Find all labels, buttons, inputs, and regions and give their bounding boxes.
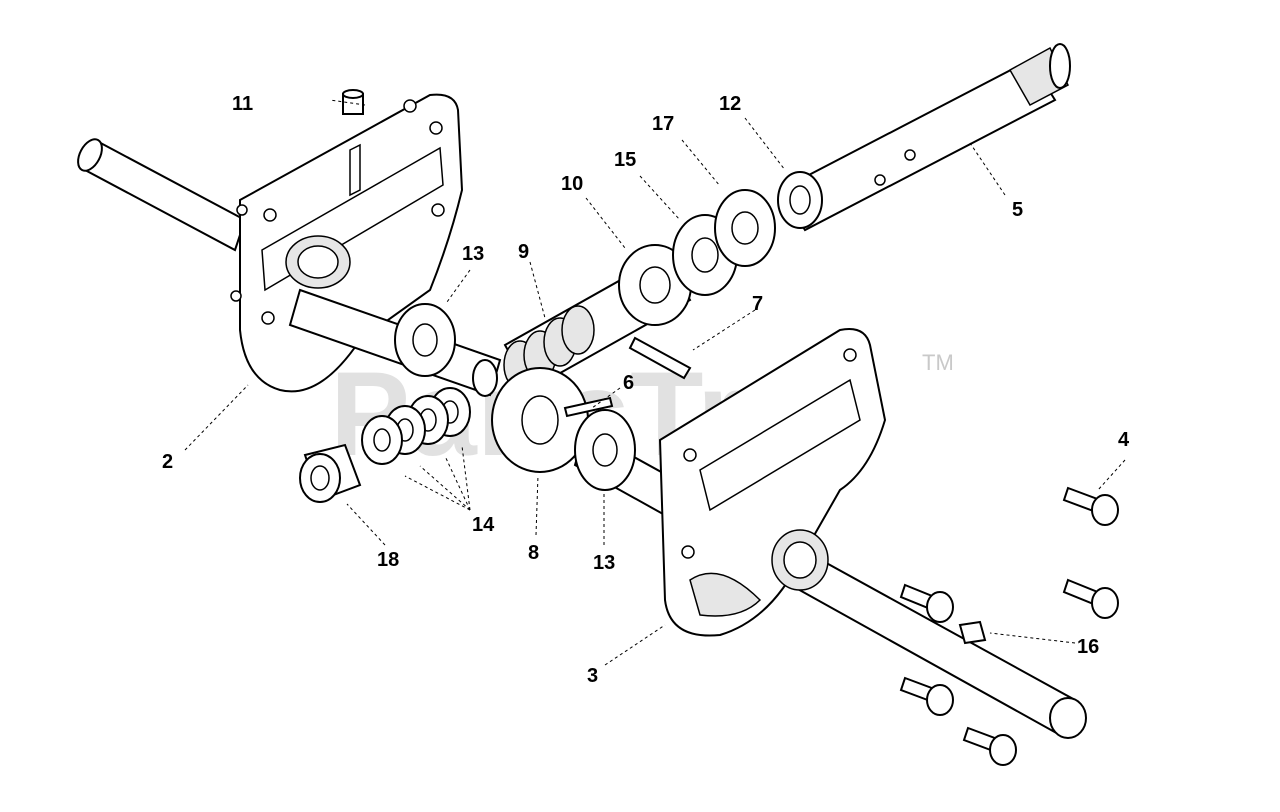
callout-18: 18	[377, 549, 399, 571]
bearing-17-hole	[731, 211, 759, 245]
callout-15: 15	[614, 149, 636, 171]
drive-shaft-5	[778, 43, 1071, 232]
leader-2	[184, 384, 249, 451]
callout-14: 14	[472, 514, 495, 536]
bushing-18	[299, 443, 362, 503]
bolt-4-a	[1062, 486, 1119, 526]
bolt-4-e	[962, 726, 1017, 766]
leader-13a	[446, 269, 471, 303]
leader-10	[585, 197, 626, 249]
watermark-tm: TM	[922, 350, 954, 375]
callout-13-upper: 13	[462, 243, 484, 265]
leader-14a	[404, 475, 471, 511]
callout-7: 7	[752, 293, 763, 315]
bolt-4-c	[899, 583, 954, 623]
leader-12	[744, 117, 786, 171]
callout-3: 3	[587, 665, 598, 687]
bolt-4-b	[1062, 578, 1119, 619]
callout-6: 6	[623, 372, 634, 394]
leader-8	[535, 474, 539, 536]
leader-14b	[419, 465, 471, 511]
leader-14d	[461, 445, 471, 511]
left-axle-shaft	[77, 138, 247, 252]
pin-7	[628, 336, 692, 380]
callout-10: 10	[561, 173, 583, 195]
callout-8: 8	[528, 542, 539, 564]
leader-14c	[444, 455, 471, 511]
leader-18	[346, 503, 386, 546]
callout-4: 4	[1118, 429, 1130, 451]
leader-15	[639, 175, 681, 221]
callout-5: 5	[1012, 199, 1023, 221]
leader-7	[692, 309, 756, 351]
gear-8	[491, 367, 589, 473]
callout-11: 11	[232, 93, 253, 115]
leader-3	[604, 624, 666, 666]
fitting-16	[958, 620, 987, 645]
callout-2: 2	[162, 451, 173, 473]
washer-13-lower-hole	[592, 433, 618, 467]
washer-13-upper-hole	[412, 323, 438, 357]
bearing-12-hole	[789, 185, 811, 215]
callout-16: 16	[1077, 636, 1099, 658]
callout-9: 9	[518, 241, 529, 263]
callout-17: 17	[652, 113, 674, 135]
washers-14	[361, 387, 471, 465]
leader-9	[529, 261, 546, 319]
callout-13-lower: 13	[593, 552, 615, 574]
leader-17	[681, 139, 721, 187]
leader-5	[969, 142, 1006, 196]
bolt-4-d	[899, 676, 954, 716]
leader-4	[1097, 459, 1126, 491]
washer-15-hole	[691, 237, 719, 273]
leader-16	[989, 632, 1076, 644]
right-housing	[658, 328, 887, 637]
callout-12: 12	[719, 93, 741, 115]
plug-bolt-11	[342, 89, 364, 115]
